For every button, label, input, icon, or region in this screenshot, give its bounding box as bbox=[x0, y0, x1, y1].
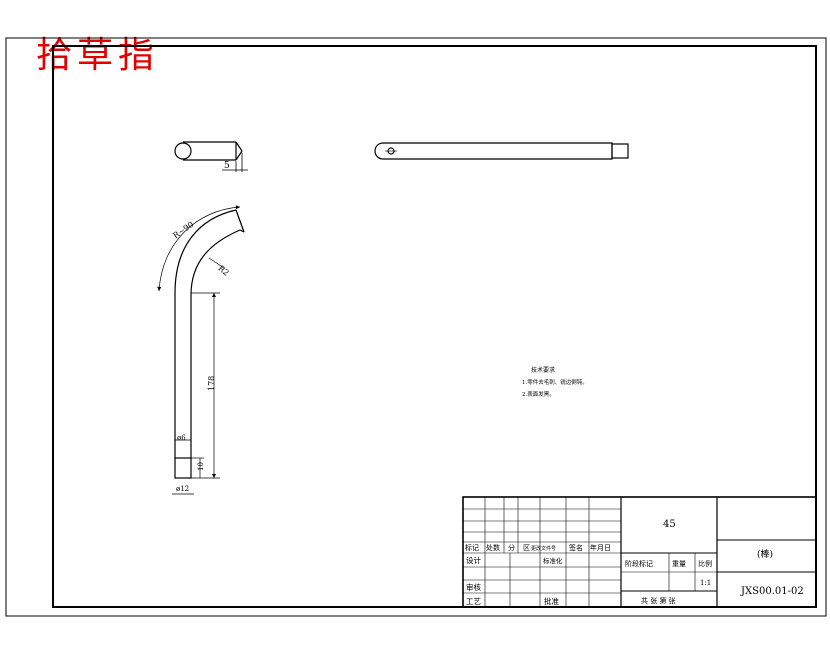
tb-approve: 批准 bbox=[544, 596, 559, 606]
dim-dia-tip: ø12 bbox=[176, 485, 189, 493]
tb-scale-label: 比例 bbox=[698, 559, 712, 568]
tb-sheets: 共 张 第 张 bbox=[641, 596, 676, 605]
tb-rev-h6: 年月日 bbox=[590, 543, 611, 552]
tb-name: (棒) bbox=[757, 548, 773, 560]
notes-line1: 1.零件去毛刺、锐边倒钝。 bbox=[522, 378, 588, 386]
tb-drawing-no: JXS00.01-02 bbox=[740, 586, 804, 597]
title-block bbox=[462, 496, 817, 608]
tb-check: 审核 bbox=[466, 582, 481, 592]
dim-small-length: 5 bbox=[224, 161, 230, 171]
tb-design: 设计 bbox=[466, 555, 481, 565]
bent-view-dimensions bbox=[157, 205, 241, 495]
tb-rev-h2: 分 bbox=[508, 543, 515, 552]
tb-scale: 1:1 bbox=[700, 579, 711, 587]
dim-dia-small: ø6 bbox=[177, 434, 186, 442]
outer-border bbox=[5, 37, 827, 617]
dim-radius: R2 bbox=[216, 264, 230, 278]
rod-straight-view bbox=[374, 142, 629, 160]
dim-tail: 10 bbox=[197, 462, 205, 471]
end-view-small bbox=[174, 141, 248, 172]
tb-rev-h1: 处数 bbox=[486, 543, 500, 552]
tb-process: 工艺 bbox=[466, 597, 481, 606]
tb-stage-mark: 阶段标记 bbox=[625, 559, 653, 568]
tb-rev-h3: 区 bbox=[523, 544, 530, 552]
tb-rev-h0: 标记 bbox=[465, 543, 479, 552]
dim-length: 178 bbox=[207, 376, 216, 391]
notes-line2: 2.表面发黑。 bbox=[522, 390, 555, 398]
tb-rev-h5: 签名 bbox=[569, 543, 583, 552]
tb-weight: 重量 bbox=[672, 560, 686, 568]
inner-frame bbox=[52, 45, 817, 608]
tb-standardize: 标准化 bbox=[543, 556, 563, 565]
tb-material: 45 bbox=[663, 519, 676, 530]
watermark: 拾草指 bbox=[36, 35, 160, 76]
notes-title: 技术要求 bbox=[531, 366, 555, 374]
tb-rev-h4: 更改文件号 bbox=[531, 545, 556, 552]
